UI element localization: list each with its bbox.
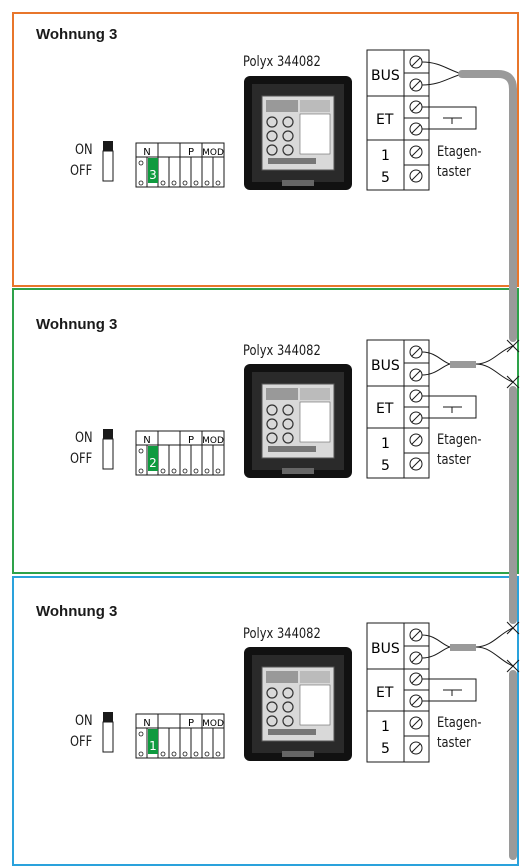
- panel-1-dip-mod: MOD: [202, 148, 224, 158]
- panel-3-on-label: ON: [75, 713, 93, 729]
- panel-3-term-bus: BUS: [371, 641, 400, 657]
- panel-2-dip-p: P: [188, 435, 194, 446]
- panel-3-device: [244, 647, 352, 761]
- panel-2-device: [244, 364, 352, 478]
- panel-3-term-5: 5: [381, 741, 390, 757]
- panel-1-on-label: ON: [75, 142, 93, 158]
- panel-1-n-value: 3: [149, 168, 157, 182]
- panel-1-terminal-block: [366, 49, 430, 191]
- panel-3-etagen-label: Etagen-: [437, 715, 482, 731]
- panel-2-drawing: 2 N P MOD: [102, 339, 514, 479]
- panel-2-off-label: OFF: [70, 451, 93, 467]
- panel-2-n-value: 2: [149, 456, 157, 470]
- panel-3-dip-n: N: [143, 718, 150, 729]
- panel-2-dip-block: [135, 430, 225, 476]
- panel-1: [12, 12, 519, 287]
- panel-1-title: Wohnung 3: [36, 26, 118, 43]
- panel-2-on-label: ON: [75, 430, 93, 446]
- panel-3-term-et: ET: [376, 685, 394, 701]
- panel-1-term-bus: BUS: [371, 68, 400, 84]
- panel-1-drawing: 3 N P MOD: [102, 49, 477, 191]
- panel-3-etagen-taster: [422, 678, 477, 702]
- panel-1-taster-label: taster: [437, 164, 471, 180]
- panel-2: [12, 288, 519, 574]
- panel-3-dip-mod: MOD: [202, 719, 224, 729]
- panel-2-device-label: Polyx 344082: [243, 343, 321, 359]
- panel-1-term-5: 5: [381, 170, 390, 186]
- panel-1-etagen-taster: [422, 106, 477, 130]
- panel-2-etagen-label: Etagen-: [437, 432, 482, 448]
- panel-1-etagen-label: Etagen-: [437, 144, 482, 160]
- panel-2-dip-n: N: [143, 435, 150, 446]
- panel-3-device-label: Polyx 344082: [243, 626, 321, 642]
- panel-3-title: Wohnung 3: [36, 603, 118, 620]
- panel-2-taster-label: taster: [437, 452, 471, 468]
- panel-3-off-label: OFF: [70, 734, 93, 750]
- panel-1-n-switch: [148, 158, 158, 183]
- panel-3-drawing: 1 N P MOD: [102, 622, 514, 763]
- panel-3-n-value: 1: [149, 739, 157, 753]
- panel-1-dip-n: N: [143, 147, 150, 158]
- panel-1-dip-p: P: [188, 147, 194, 158]
- panel-2-n-switch: [148, 446, 158, 471]
- panel-2-title: Wohnung 3: [36, 316, 118, 333]
- panel-2-term-et: ET: [376, 401, 394, 417]
- panel-1-device-label: Polyx 344082: [243, 54, 321, 70]
- panel-2-term-1: 1: [381, 436, 390, 452]
- panel-1-off-label: OFF: [70, 163, 93, 179]
- panel-2-term-5: 5: [381, 458, 390, 474]
- panel-2-etagen-taster: [422, 395, 477, 419]
- panel-1-term-et: ET: [376, 112, 394, 128]
- panel-3-term-1: 1: [381, 719, 390, 735]
- panel-3-n-switch: [148, 729, 158, 754]
- bus-cable: [458, 70, 517, 860]
- panel-1-device: [244, 76, 352, 190]
- panel-3-dip-block: [135, 713, 225, 759]
- panel-3-dip-p: P: [188, 718, 194, 729]
- panel-2-term-bus: BUS: [371, 358, 400, 374]
- panel-1-term-1: 1: [381, 148, 390, 164]
- panel-2-dip-mod: MOD: [202, 436, 224, 446]
- panel-3-taster-label: taster: [437, 735, 471, 751]
